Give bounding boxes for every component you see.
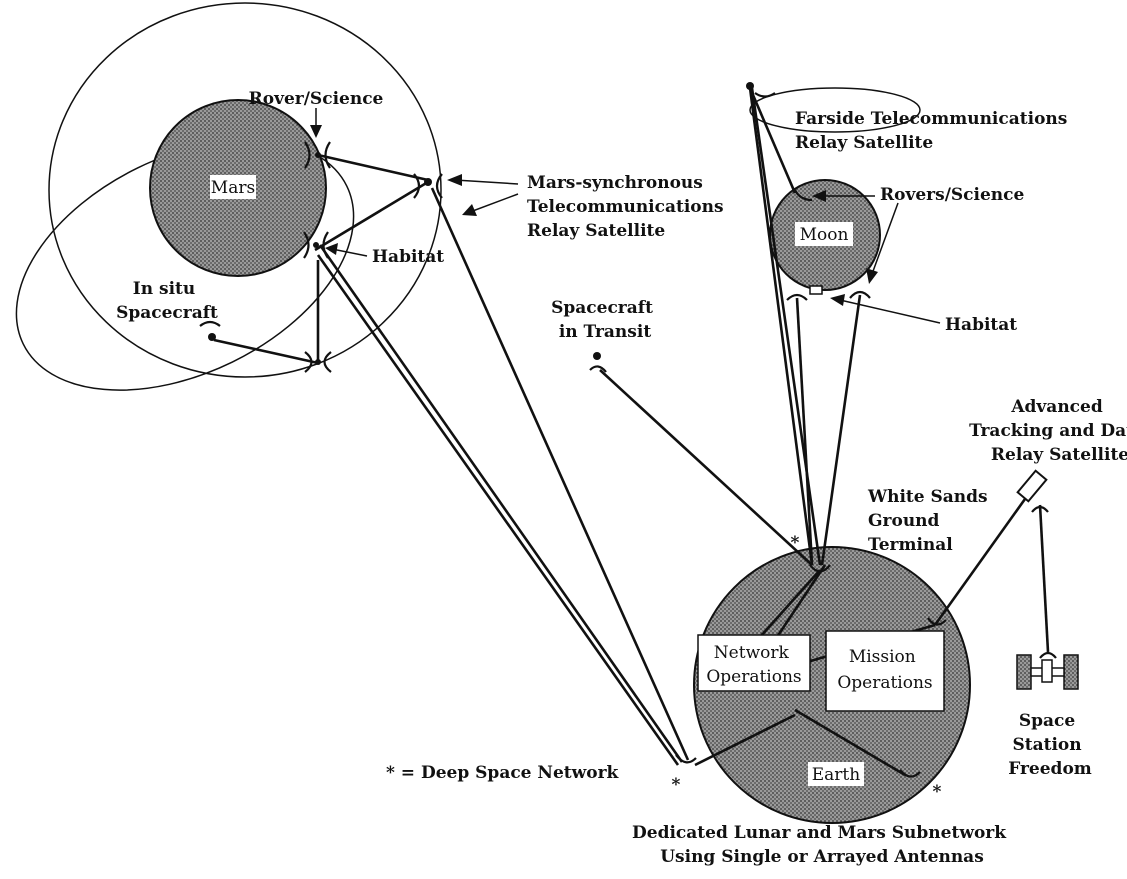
link-insitu-to-orbiter — [213, 338, 319, 365]
dsn-marker-left: * — [672, 775, 681, 795]
link-mars-relay-to-earth — [430, 187, 690, 761]
mission-operations-box — [825, 630, 945, 712]
antenna-earth-left — [675, 754, 697, 764]
label-white-sands: White Sands Ground Terminal — [867, 487, 994, 555]
antenna-insitu — [199, 320, 221, 341]
moon-label-box — [795, 222, 853, 246]
label-rovers-science: Rovers/Science — [880, 185, 1025, 205]
arrow-mars-relay-2 — [462, 193, 519, 216]
tdrs-satellite-icon — [1016, 469, 1049, 513]
arrow-habitat-mars — [325, 243, 368, 257]
dsn-legend: * = Deep Space Network — [386, 763, 620, 783]
mars-orbit-ellipse — [15, 139, 355, 391]
label-habitat-mars: Habitat — [372, 247, 444, 267]
mars-orbit-circle — [48, 2, 442, 378]
label-network-operations: Network Operations — [706, 643, 801, 687]
label-space-station: Space Station Freedom — [1008, 711, 1092, 779]
arrow-rovers-moon-1 — [812, 190, 875, 202]
antenna-white-sands — [927, 617, 947, 626]
antenna-spacecraft-transit — [589, 352, 607, 373]
label-mission-operations: Mission Operations — [837, 647, 932, 693]
antenna-farside-relay — [746, 82, 776, 98]
earth-line-4 — [794, 708, 906, 777]
antenna-moon-rover-1 — [794, 189, 813, 202]
link-tdrs-to-station — [1038, 504, 1050, 653]
antenna-moon-rover-2 — [849, 290, 871, 299]
link-rover-to-mars-relay — [317, 153, 429, 182]
network-operations-box — [697, 634, 811, 692]
link-moon-habitat-to-earth — [795, 297, 814, 566]
mars-label-box — [210, 175, 256, 199]
antenna-earth-top — [809, 564, 831, 573]
link-white-sands-to-tdrs — [933, 484, 1037, 626]
moon-label: Moon — [800, 225, 849, 245]
link-habitat-to-mars-relay — [314, 180, 429, 252]
link-moon-rover-to-earth — [820, 294, 862, 566]
dsn-marker-top: * — [791, 533, 800, 553]
earth-line-5 — [694, 713, 796, 767]
antenna-earth-bottom — [899, 769, 921, 778]
antenna-rover-mars — [304, 141, 331, 169]
arrow-rovers-moon-2 — [866, 202, 899, 284]
space-station-icon — [1016, 651, 1079, 690]
label-in-situ: In situ Spacecraft — [116, 279, 218, 323]
earth-label: Earth — [812, 765, 861, 785]
dsn-marker-right: * — [933, 782, 942, 802]
mars-label: Mars — [211, 178, 255, 198]
antenna-mars-orbiter — [304, 351, 332, 373]
link-mars-habitat-to-earth-1 — [318, 244, 684, 763]
label-mars-sync-relay: Mars-synchronous Telecommunications Rela… — [527, 173, 730, 241]
label-farside-relay: Farside Telecommunications Relay Satelli… — [795, 109, 1073, 153]
diagram-caption: Dedicated Lunar and Mars Subnetwork Usin… — [632, 823, 1012, 867]
antenna-moon-habitat — [786, 285, 823, 301]
arrow-habitat-moon — [830, 294, 941, 324]
antenna-habitat-mars — [303, 231, 329, 259]
link-farside-to-earth-2 — [750, 87, 822, 566]
arrow-mars-relay-1 — [447, 174, 519, 186]
antenna-mars-relay — [413, 173, 443, 199]
arrow-rover-science — [310, 108, 322, 138]
label-advanced-tdrs: Advanced Tracking and Data Relay Satelli… — [969, 397, 1127, 465]
earth-label-box — [808, 762, 864, 786]
link-transit-to-earth — [599, 369, 813, 566]
label-spacecraft-transit: Spacecraft in Transit — [551, 298, 659, 342]
label-habitat-moon: Habitat — [945, 315, 1017, 335]
link-farside-to-earth-1 — [748, 87, 814, 566]
label-rover-science: Rover/Science — [249, 89, 384, 109]
link-farside-to-rover — [748, 87, 797, 194]
link-mars-habitat-to-earth-2 — [316, 254, 680, 766]
moon-orbit — [749, 87, 921, 133]
